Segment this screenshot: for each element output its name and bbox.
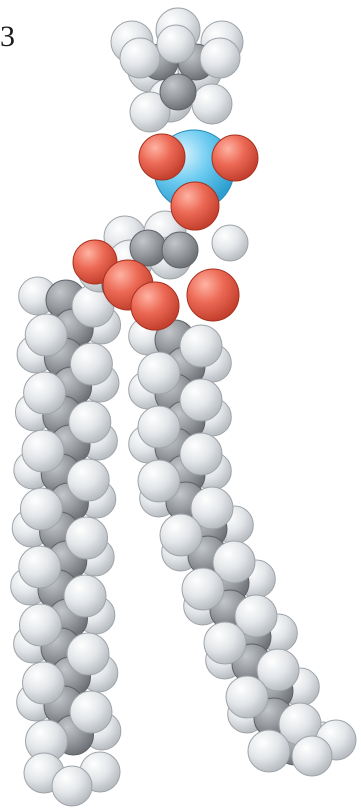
hydrogen-atom xyxy=(67,633,109,675)
oxygen-atom xyxy=(187,269,239,321)
hydrogen-atom xyxy=(180,325,222,367)
hydrogen-atom xyxy=(138,460,180,502)
hydrogen-atom xyxy=(25,314,67,356)
hydrogen-atom xyxy=(24,372,66,414)
oxygen-atom xyxy=(139,134,185,180)
head-group xyxy=(111,8,243,132)
hydrogen-atom xyxy=(69,401,111,443)
hydrogen-atom xyxy=(180,379,222,421)
hydrogen-atom xyxy=(23,662,65,704)
oxygen-atom xyxy=(212,135,258,181)
hydrogen-atom xyxy=(20,604,62,646)
carbon-atom xyxy=(162,232,198,268)
hydrogen-atom xyxy=(248,730,290,772)
hydrogen-atom xyxy=(67,459,109,501)
hydrogen-atom xyxy=(180,433,222,475)
oxygen-atom xyxy=(171,182,219,230)
carbon-atom xyxy=(160,74,196,110)
hydrogen-atom xyxy=(70,343,112,385)
hydrogen-atom xyxy=(182,568,224,610)
hydrogen-atom xyxy=(212,225,248,261)
hydrogen-atom xyxy=(204,622,246,664)
hydrogen-atom xyxy=(20,488,62,530)
hydrogen-atom xyxy=(138,406,180,448)
hydrogen-atom xyxy=(226,676,268,718)
hydrogen-atom xyxy=(22,430,64,472)
hydrogen-atom xyxy=(157,25,195,63)
hydrogen-atom xyxy=(19,546,61,588)
oxygen-atom xyxy=(131,282,179,330)
right-fatty-acid-tail xyxy=(129,317,356,776)
hydrogen-atom xyxy=(160,514,202,556)
hydrogen-atom xyxy=(292,736,332,776)
hydrogen-atom xyxy=(138,352,180,394)
hydrogen-atom xyxy=(200,38,240,78)
hydrogen-atom xyxy=(192,84,232,124)
hydrogen-atom xyxy=(52,766,92,806)
hydrogen-atom xyxy=(70,691,112,733)
hydrogen-atom xyxy=(64,575,106,617)
hydrogen-atom xyxy=(120,38,160,78)
left-fatty-acid-tail xyxy=(11,277,121,806)
hydrogen-atom xyxy=(66,517,108,559)
